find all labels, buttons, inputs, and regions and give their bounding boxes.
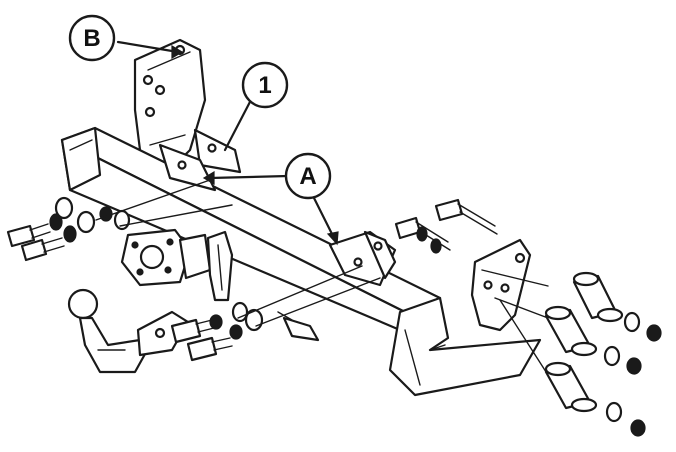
tow-ball-neck	[67, 288, 190, 374]
assembly-guide-lines	[95, 179, 549, 376]
callout-leaders	[116, 40, 339, 246]
spacer-set-bottom	[544, 361, 646, 437]
callout-1-label: 1	[258, 72, 271, 99]
small-bracket-a	[328, 230, 397, 287]
right-side-bracket	[470, 238, 532, 332]
callout-b-label: B	[83, 25, 100, 52]
lower-bolts	[170, 301, 320, 362]
ball-mount-plate	[120, 228, 212, 287]
right-end-bracket	[388, 296, 542, 397]
drop-support	[206, 230, 234, 302]
callout-a-label: A	[299, 163, 316, 190]
spacer-set-middle	[544, 305, 642, 375]
small-bracket-one	[158, 128, 242, 192]
callout-a: A	[284, 152, 332, 200]
callout-1: 1	[241, 61, 289, 109]
spacer-set-top	[572, 271, 662, 342]
top-right-bolts	[394, 198, 498, 254]
callout-b: B	[68, 14, 116, 62]
